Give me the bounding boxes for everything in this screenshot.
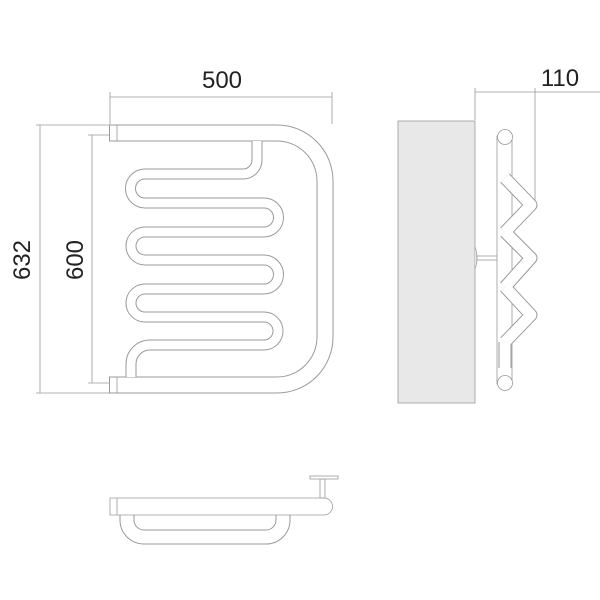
bottom-view <box>109 475 339 545</box>
dimension-center-distance: 600 <box>62 134 109 384</box>
dimension-overall-height: 632 <box>9 124 109 394</box>
dimension-depth: 110 <box>474 65 600 200</box>
wall-mount <box>474 246 499 270</box>
bottom-frame-pipe <box>109 497 333 516</box>
mount-post <box>319 478 326 499</box>
rack-side <box>496 129 538 391</box>
serpentine-pipe <box>125 141 284 377</box>
wall <box>397 120 476 404</box>
overall-height-dimension-label: 632 <box>9 240 36 280</box>
frame-pipe <box>109 124 334 394</box>
center-distance-dimension-label: 600 <box>62 240 89 280</box>
depth-dimension-label: 110 <box>541 65 579 92</box>
front-view: 500 632 600 <box>9 67 334 394</box>
side-view: 110 <box>397 65 600 404</box>
width-dimension-label: 500 <box>202 67 242 94</box>
mount-flange <box>309 475 339 480</box>
dimension-width: 500 <box>109 67 333 124</box>
